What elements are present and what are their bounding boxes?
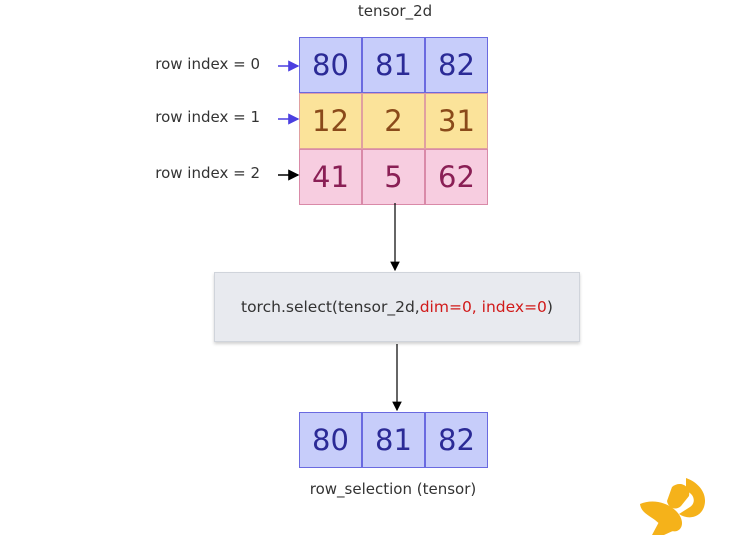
- result-caption: row_selection (tensor): [309, 480, 477, 498]
- logo-icon: [640, 478, 706, 535]
- tensor-cell: 2: [362, 93, 425, 149]
- operation-box: torch.select(tensor_2d, dim=0, index=0): [214, 272, 580, 342]
- tensor-cell: 62: [425, 149, 488, 205]
- result-cell: 81: [362, 412, 425, 468]
- tensor-cell: 5: [362, 149, 425, 205]
- tensor-cell: 80: [299, 37, 362, 93]
- result-tensor: 80 81 82: [299, 412, 488, 468]
- tensor-cell: 81: [362, 37, 425, 93]
- operation-args: dim=0, index=0: [419, 298, 547, 316]
- row-label-0: row index = 0: [155, 55, 260, 73]
- result-cell: 80: [299, 412, 362, 468]
- tensor-row-1: 12 2 31: [299, 93, 488, 149]
- result-row: 80 81 82: [299, 412, 488, 468]
- row-label-2: row index = 2: [155, 164, 260, 182]
- operation-function: torch.select(tensor_2d,: [241, 298, 420, 316]
- operation-close: ): [546, 298, 553, 316]
- row-label-1: row index = 1: [155, 108, 260, 126]
- tensor-row-2: 41 5 62: [299, 149, 488, 205]
- tensor-row-0: 80 81 82: [299, 37, 488, 93]
- tensor-cell: 31: [425, 93, 488, 149]
- input-tensor-grid: 80 81 82 12 2 31 41 5 62: [299, 37, 488, 205]
- tensor-cell: 82: [425, 37, 488, 93]
- tensor-cell: 41: [299, 149, 362, 205]
- input-tensor-title: tensor_2d: [357, 2, 433, 20]
- tensor-cell: 12: [299, 93, 362, 149]
- result-cell: 82: [425, 412, 488, 468]
